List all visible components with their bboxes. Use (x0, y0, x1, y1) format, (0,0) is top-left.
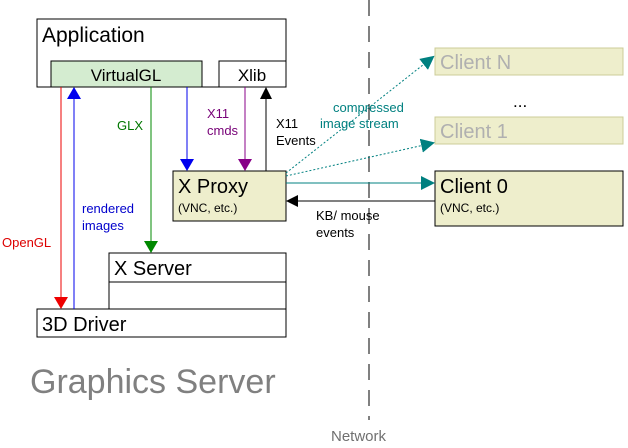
virtualgl-label: VirtualGL (91, 66, 162, 85)
image-stream-to-client-n-arrow (285, 55, 435, 174)
x-server-box (108, 252, 287, 310)
x11-events-label-line1: X11 (276, 116, 298, 131)
virtualgl-box (50, 60, 203, 88)
graphics-server-label: Graphics Server (30, 363, 276, 401)
opengl-label: OpenGL (2, 235, 51, 250)
rendered-label-line2: images (82, 218, 124, 233)
client-n-box (434, 47, 624, 76)
rendered-label-line1: rendered (82, 201, 134, 216)
xlib-box (218, 60, 287, 88)
driver-3d-label: 3D Driver (42, 314, 127, 336)
x11-cmds-label-line1: X11 (207, 106, 229, 121)
x-proxy-label: X Proxy (178, 176, 248, 198)
image-stream-to-client-1-arrow (285, 138, 435, 177)
x-server-label: X Server (114, 258, 192, 280)
glx-label: GLX (117, 118, 143, 133)
client-n-label: Client N (440, 52, 511, 74)
client-0-box (434, 170, 624, 227)
application-label: Application (42, 24, 145, 47)
x11-cmds-label-line2: cmds (207, 123, 239, 138)
client-1-box (434, 116, 624, 145)
kb-mouse-label-line1: KB/ mouse (316, 208, 380, 223)
client-0-label: Client 0 (440, 176, 508, 198)
x-proxy-sublabel: (VNC, etc.) (178, 201, 237, 215)
compressed-label-line2: image stream (320, 116, 399, 131)
driver-3d-box (36, 308, 287, 338)
client-ellipsis: ... (513, 92, 527, 111)
client-0-sublabel: (VNC, etc.) (440, 201, 499, 215)
xlib-label: Xlib (238, 66, 266, 85)
client-1-label: Client 1 (440, 121, 508, 143)
kb-mouse-label-line2: events (316, 225, 355, 240)
x-proxy-box (172, 170, 287, 222)
compressed-label-line1: compressed (333, 100, 404, 115)
x11-events-label-line2: Events (276, 133, 316, 148)
network-label: Network (331, 428, 387, 445)
